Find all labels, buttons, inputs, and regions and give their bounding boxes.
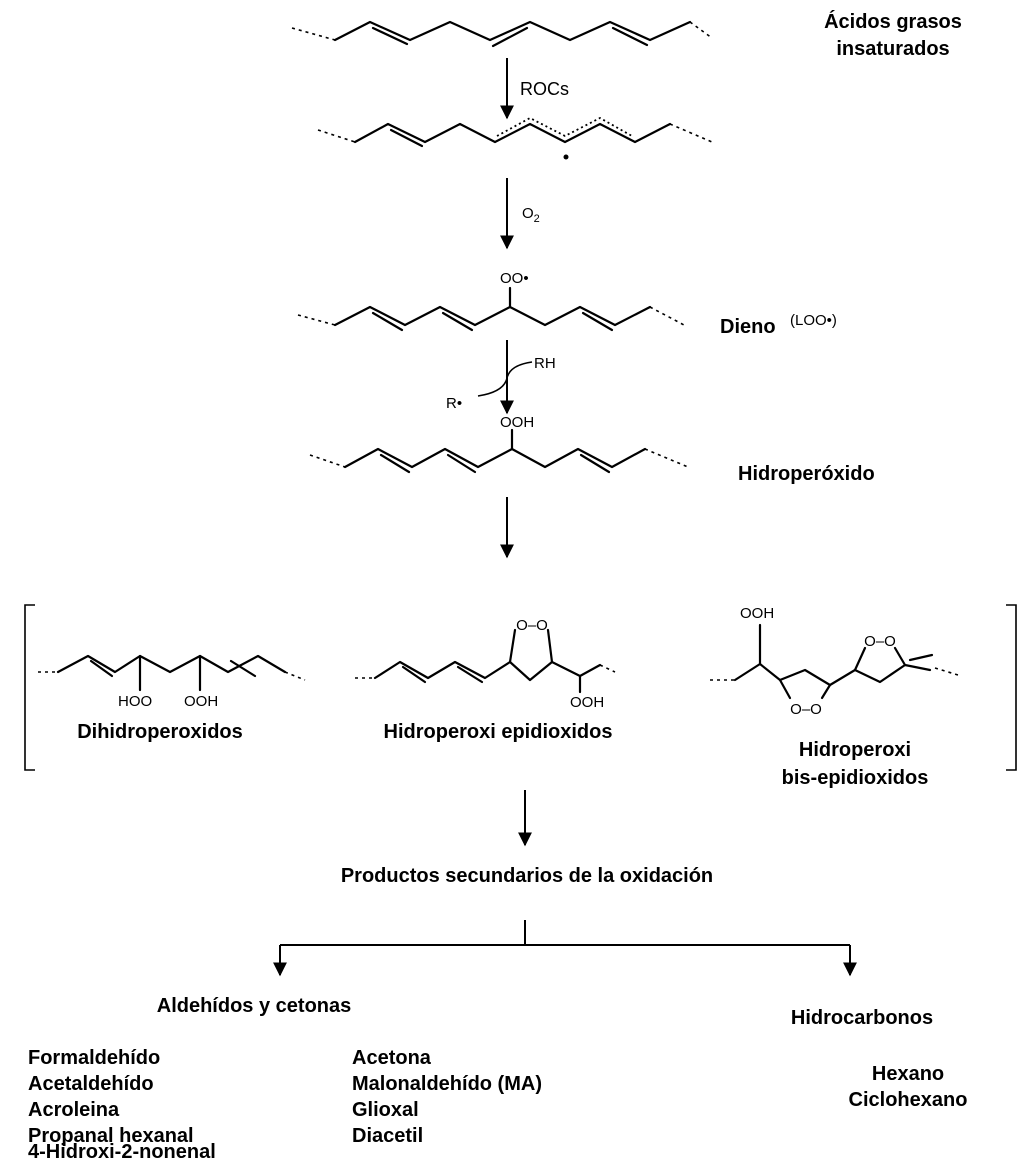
dieno-label: Dieno <box>720 316 776 338</box>
dihidroperoxidos-label: Dihidroperoxidos <box>77 721 243 743</box>
hidroperoxi-epidioxidos-structure <box>355 628 616 694</box>
ooh-label: OOH <box>500 414 534 431</box>
hidrocarbono-item: Ciclohexano <box>849 1089 968 1111</box>
ooh-label-3: OOH <box>570 694 604 711</box>
peroxyl-diene-structure <box>297 286 685 332</box>
hidrocarbonos-list: Hexano Ciclohexano <box>849 1063 968 1111</box>
secundarios-label: Productos secundarios de la oxidación <box>341 865 713 887</box>
oo-ring-label-3: O–O <box>790 701 822 718</box>
aldehidos-col2: Acetona Malonaldehído (MA) Glioxal Diace… <box>352 1047 542 1147</box>
cetona-item: Diacetil <box>352 1125 423 1147</box>
aldehido-item: Propanal hexanal <box>28 1125 194 1147</box>
hidroperoxi-bis-label-1: Hidroperoxi <box>799 739 911 761</box>
hidrocarbonos-title: Hidrocarbonos <box>791 1007 933 1029</box>
hidroperoxi-bis-label-2: bis-epidioxidos <box>782 767 929 789</box>
cetona-item: Malonaldehído (MA) <box>352 1073 542 1095</box>
hoo-label: HOO <box>118 693 152 710</box>
acids-label-1: Ácidos grasos <box>824 10 962 33</box>
hidroperoxi-bis-epidioxidos-structure <box>710 623 959 700</box>
cetona-item: Glioxal <box>352 1099 419 1121</box>
loo-label: (LOO•) <box>790 312 837 329</box>
rh-curve <box>477 361 533 397</box>
aldehido-item: 4-Hidroxi-2-nonenal <box>28 1141 216 1163</box>
oo-ring-label-2: O–O <box>864 633 896 650</box>
hydroperoxide-structure <box>309 428 689 474</box>
o2-sub: 2 <box>534 213 540 225</box>
hidroperoxi-epidioxidos-label: Hidroperoxi epidioxidos <box>384 721 613 743</box>
aldehidos-title: Aldehídos y cetonas <box>157 995 352 1017</box>
acids-label-2: insaturados <box>836 38 949 60</box>
fatty-acid-structure <box>291 20 713 48</box>
ooh-label-2: OOH <box>184 693 218 710</box>
oo-radical-label: OO• <box>500 270 529 287</box>
rh-label: RH <box>534 355 556 372</box>
oo-ring-label-1: O–O <box>516 617 548 634</box>
r-radical-label: R• <box>446 395 462 412</box>
o2-o: O <box>522 205 534 222</box>
hidroperoxido-label: Hidroperóxido <box>738 463 875 485</box>
ooh-label-4: OOH <box>740 605 774 622</box>
aldehido-item: Acroleina <box>28 1099 120 1121</box>
aldehido-item: Formaldehído <box>28 1047 160 1069</box>
cetona-item: Acetona <box>352 1047 432 1069</box>
rocs-label: ROCs <box>520 79 569 99</box>
right-bracket <box>1006 604 1017 771</box>
o2-label: O2 <box>522 205 540 225</box>
hidrocarbono-item: Hexano <box>872 1063 944 1085</box>
radical-structure <box>317 116 713 160</box>
aldehido-item: Acetaldehído <box>28 1073 154 1095</box>
dihidroperoxidos-structure <box>38 654 306 692</box>
left-bracket <box>24 604 35 771</box>
aldehidos-col1: Formaldehído Acetaldehído Acroleina Prop… <box>28 1047 216 1163</box>
